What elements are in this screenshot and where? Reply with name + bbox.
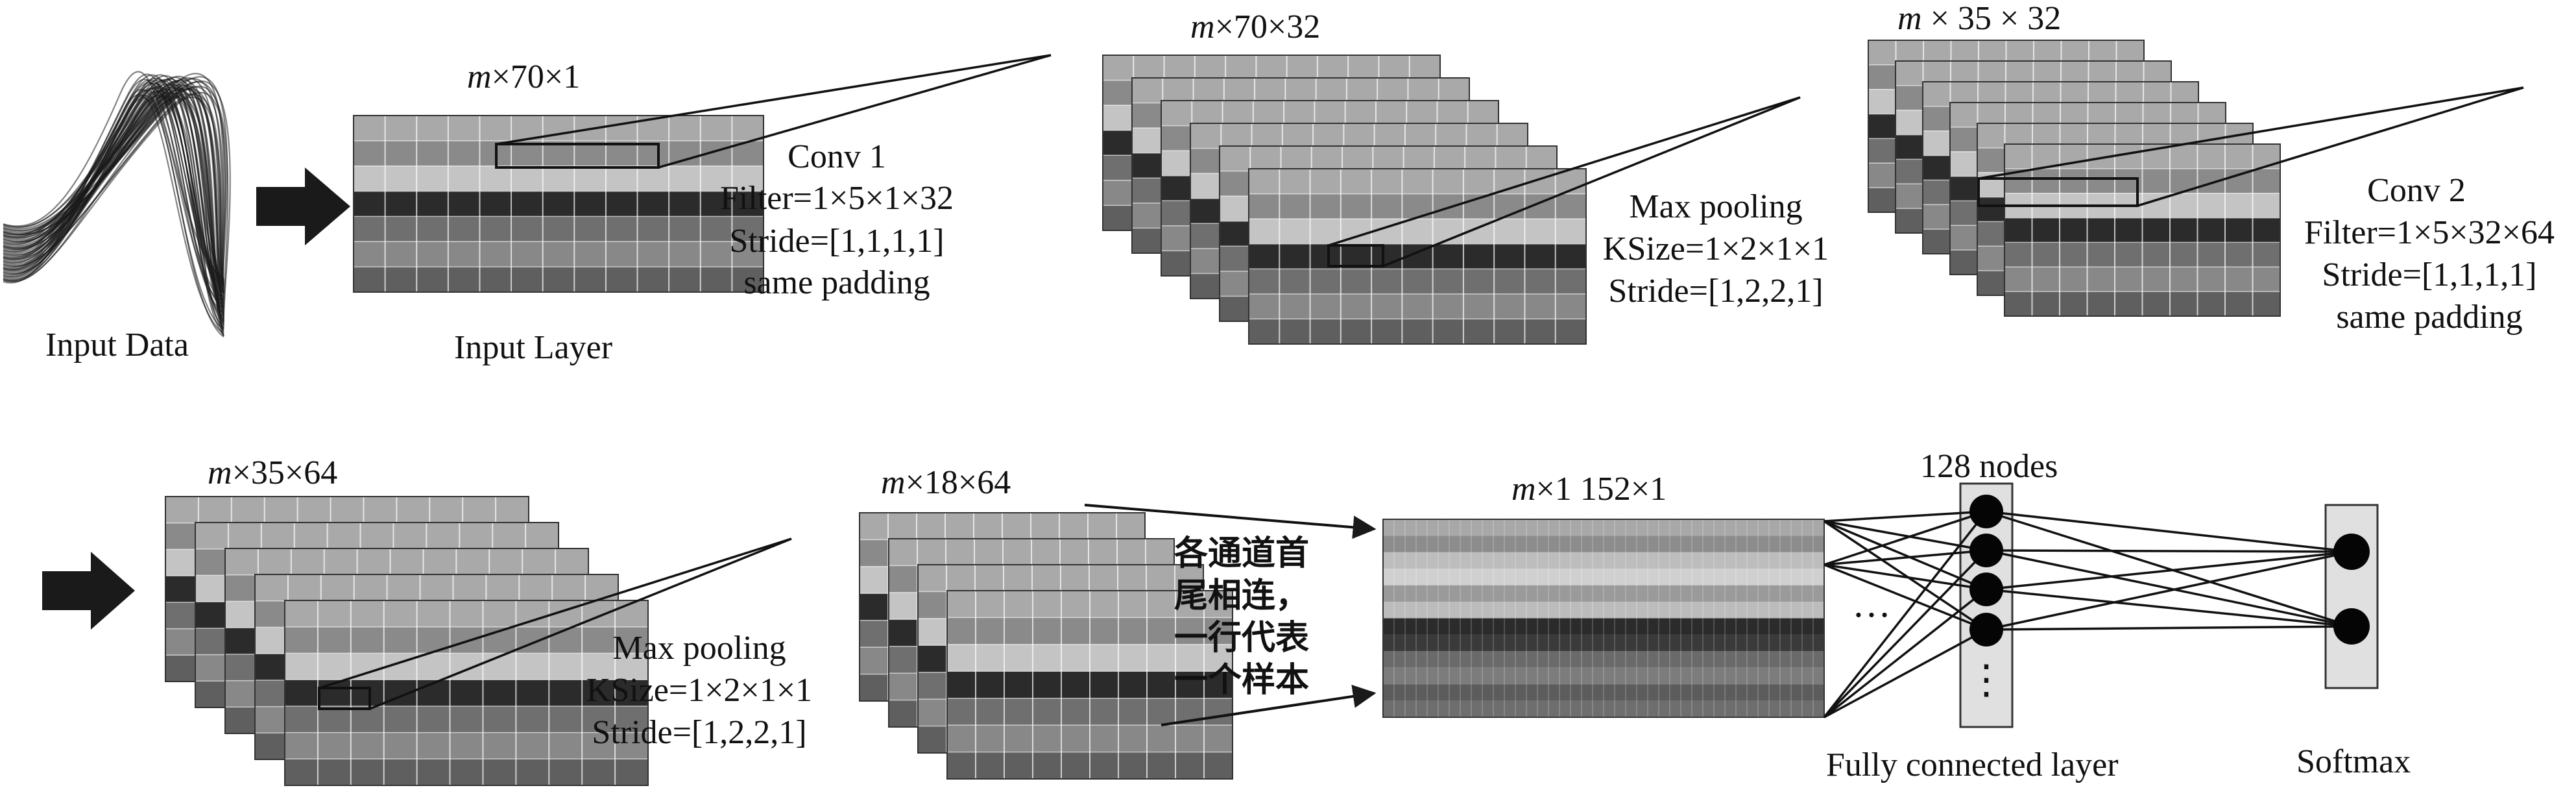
fc-nodes-label: 128 nodes [1920,448,2058,485]
conv1-window [495,143,660,169]
pool2-map-4 [946,590,1233,780]
input-waveform-bundle [3,71,231,338]
pool2-projection-line-upper [319,537,792,689]
fc-node-1 [1969,495,2003,528]
pool1-output-dims: m × 35 × 32 [1897,0,2061,37]
conv1-projection-line-upper [496,54,1052,145]
conv2-feature-maps [165,496,649,786]
pool1-stride: Stride=[1,2,2,1] [1608,273,1823,310]
conv1-map-6 [1248,168,1587,345]
input-arrow-icon [256,167,350,245]
pool1-projection-line-lower [1382,96,1801,267]
pool2-window [318,687,371,710]
input-layer-caption: Input Layer [454,329,612,366]
flatten-note-line-1: 各通道首 [1174,534,1309,573]
flatten-dims: m×1 152×1 [1511,471,1667,508]
pool2-stride: Stride=[1,2,2,1] [592,714,806,751]
pool1-feature-maps [1868,40,2281,317]
conv1-title: Conv 1 [788,138,886,175]
pool1-projection-line-upper [1328,96,1801,247]
fc-node-2 [1969,534,2003,567]
pool2-projection-line-lower [369,537,792,710]
flatten-note-line-3: 一行代表 [1174,619,1309,658]
row2-arrow-icon [42,552,135,630]
flatten-arrow-upper [1084,504,1377,539]
pool2-title: Max pooling [612,630,786,667]
conv1-filter: Filter=1×5×1×32 [720,180,954,217]
conv1-output-dims: m×70×32 [1190,8,1320,45]
softmax-caption: Softmax [2296,743,2411,780]
input-layer-map [353,115,764,293]
softmax-node-2 [2333,608,2370,645]
flattened-matrix [1382,519,1825,718]
fc-node-3 [1969,573,2003,606]
conv1-feature-maps [1102,55,1587,345]
pool1-title: Max pooling [1629,188,1802,225]
conv2-padding: same padding [2336,299,2522,336]
conv1-stride: Stride=[1,1,1,1] [729,223,944,260]
fc-vdots: ⋮ [1966,658,2006,702]
fc-node-4 [1969,613,2003,646]
conv2-map-5 [284,600,649,786]
flatten-note-line-2: 尾相连， [1174,576,1309,615]
input-layer-grid [353,115,764,293]
fc-nodes [1969,495,2370,646]
pool1-map-6 [2004,143,2281,317]
conv2-filter: Filter=1×5×32×64 [2304,214,2555,251]
input-layer-dims: m×70×1 [467,58,580,95]
flatten-arrow-lower [1161,684,1377,726]
softmax-box [2324,504,2379,689]
input-data-caption: Input Data [45,326,189,363]
conv1-padding: same padding [743,264,930,301]
fc-layer-caption: Fully connected layer [1826,746,2119,783]
pool1-ksize: KSize=1×2×1×1 [1603,230,1829,267]
conv2-window [1977,177,2139,207]
pool2-feature-maps [859,512,1233,780]
conv2-output-dims: m×35×64 [208,454,337,491]
conv2-title: Conv 2 [2367,172,2466,209]
softmax-node-1 [2333,534,2370,570]
conv1-projection-line-lower [658,54,1052,169]
pool1-window [1327,244,1384,267]
pool2-ksize: KSize=1×2×1×1 [586,672,812,709]
pool2-output-dims: m×18×64 [881,464,1011,501]
conv2-projection-line-upper [1978,86,2524,180]
flatten-note-line-4: 一个样本 [1174,661,1309,700]
fc-connections [1823,510,2352,719]
conv2-stride: Stride=[1,1,1,1] [2322,256,2536,293]
conv2-projection-line-lower [2137,86,2524,207]
